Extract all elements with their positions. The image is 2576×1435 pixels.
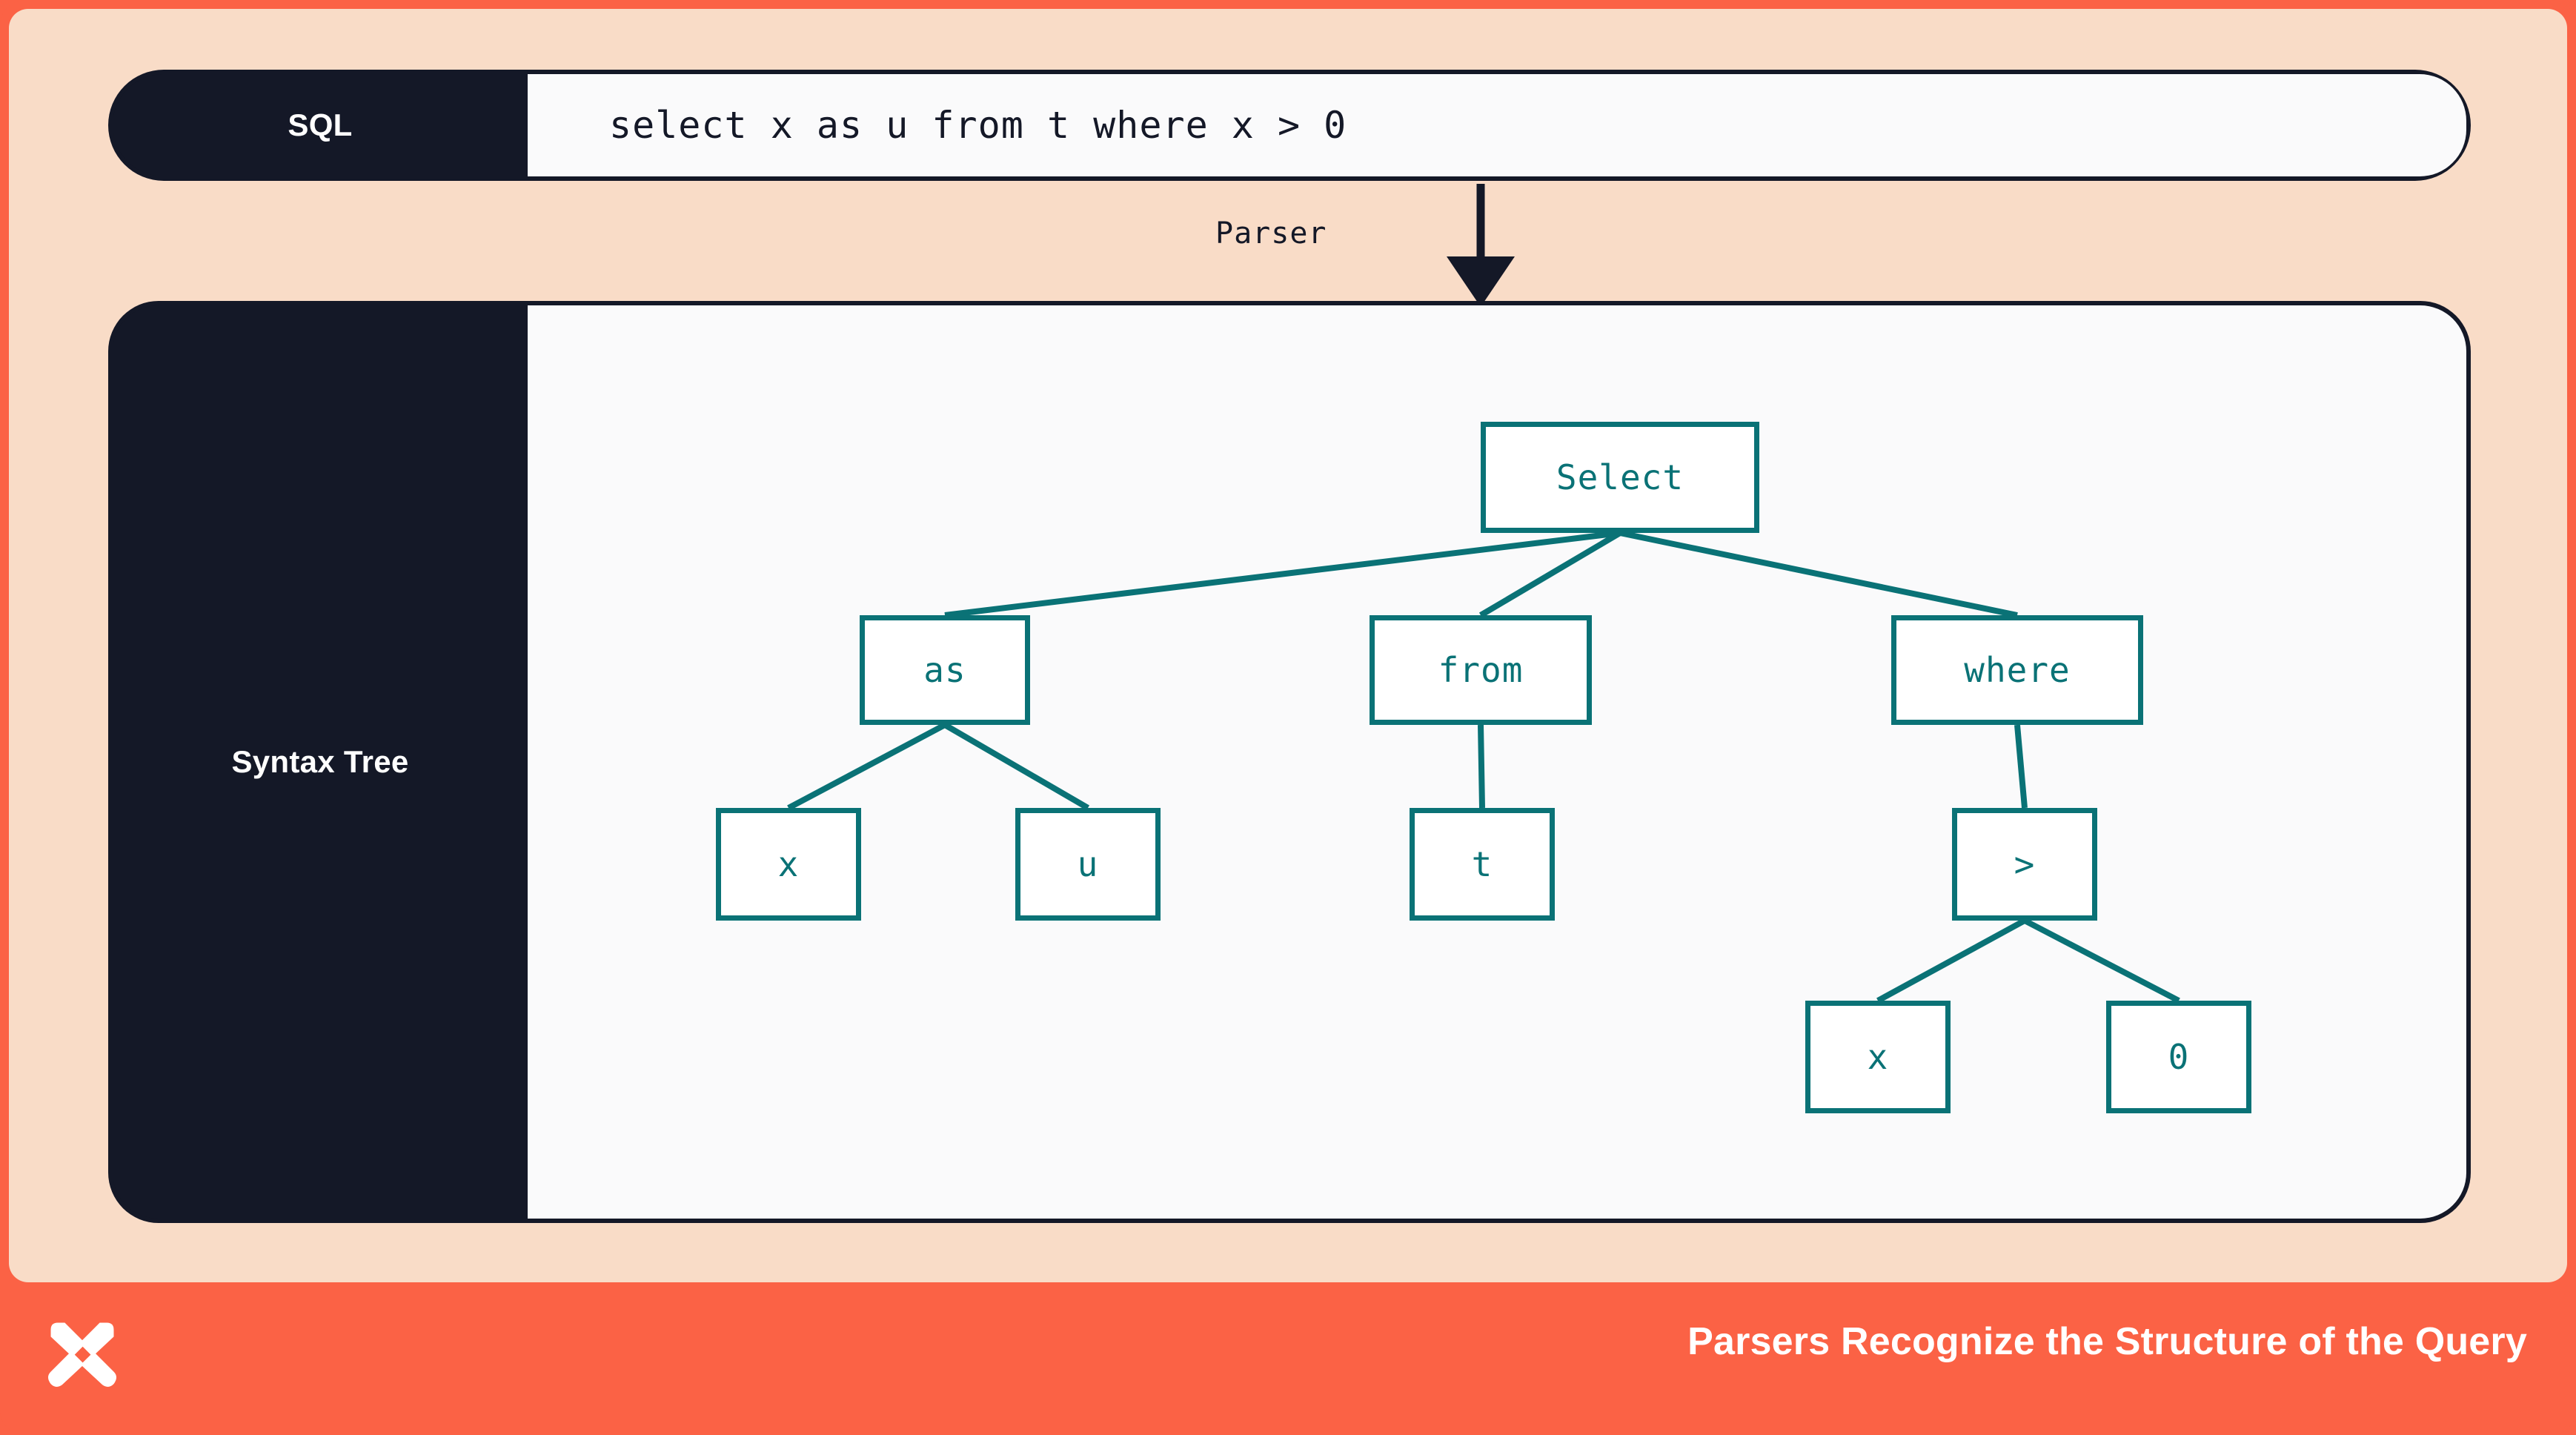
content-stage: SQL select x as u from t where x > 0 Par… — [9, 9, 2567, 1282]
tree-node-label: u — [1077, 844, 1099, 884]
sql-row-label: SQL — [113, 74, 528, 176]
tree-node-label: as — [923, 650, 966, 690]
parser-transform-group: Parser — [9, 184, 2567, 307]
tree-node-t[interactable]: t — [1410, 808, 1555, 921]
footer-tagline: Parsers Recognize the Structure of the Q… — [1687, 1320, 2527, 1363]
tree-node-label: t — [1471, 844, 1493, 884]
sql-input-row: SQL select x as u from t where x > 0 — [113, 74, 2466, 176]
syntax-tree-card: Syntax Tree Select as from where x u t > x 0 — [113, 305, 2466, 1219]
tree-edge — [1478, 530, 1622, 618]
tree-node-u[interactable]: u — [1015, 808, 1161, 921]
tree-node-label: x — [1867, 1037, 1889, 1077]
tree-edge — [2014, 724, 2028, 809]
tree-edge — [787, 722, 946, 811]
tree-node-gt[interactable]: > — [1952, 808, 2097, 921]
sql-query-text[interactable]: select x as u from t where x > 0 — [528, 74, 2466, 176]
tree-edge — [1478, 724, 1485, 809]
arrow-down-icon — [1447, 184, 1515, 307]
tree-node-select[interactable]: Select — [1481, 422, 1759, 533]
tree-node-label: where — [1964, 650, 2071, 690]
tree-node-label: x — [777, 844, 800, 884]
tree-edge — [1876, 918, 2026, 1004]
x-mark-logo-icon — [47, 1322, 117, 1387]
tree-edge — [1619, 530, 2018, 618]
tree-node-x1[interactable]: x — [716, 808, 861, 921]
tree-node-x2[interactable]: x — [1805, 1001, 1951, 1113]
parser-label: Parser — [1215, 216, 1327, 251]
tree-node-label: > — [2014, 844, 2036, 884]
tree-edge — [943, 722, 1090, 811]
tree-node-as[interactable]: as — [860, 615, 1030, 725]
tree-node-label: Select — [1556, 457, 1684, 497]
footer-bar: Parsers Recognize the Structure of the Q… — [0, 1282, 2576, 1435]
tree-node-from[interactable]: from — [1370, 615, 1592, 725]
tree-edge — [944, 530, 1621, 618]
tree-node-label: from — [1438, 650, 1524, 690]
tree-edge-lines — [787, 530, 2180, 1004]
tree-node-zero[interactable]: 0 — [2106, 1001, 2251, 1113]
syntax-tree-canvas: Select as from where x u t > x 0 — [528, 305, 2466, 1219]
tree-node-label: 0 — [2168, 1037, 2190, 1077]
tree-node-where[interactable]: where — [1891, 615, 2143, 725]
tree-edge — [2023, 918, 2180, 1004]
syntax-tree-label: Syntax Tree — [113, 305, 528, 1219]
